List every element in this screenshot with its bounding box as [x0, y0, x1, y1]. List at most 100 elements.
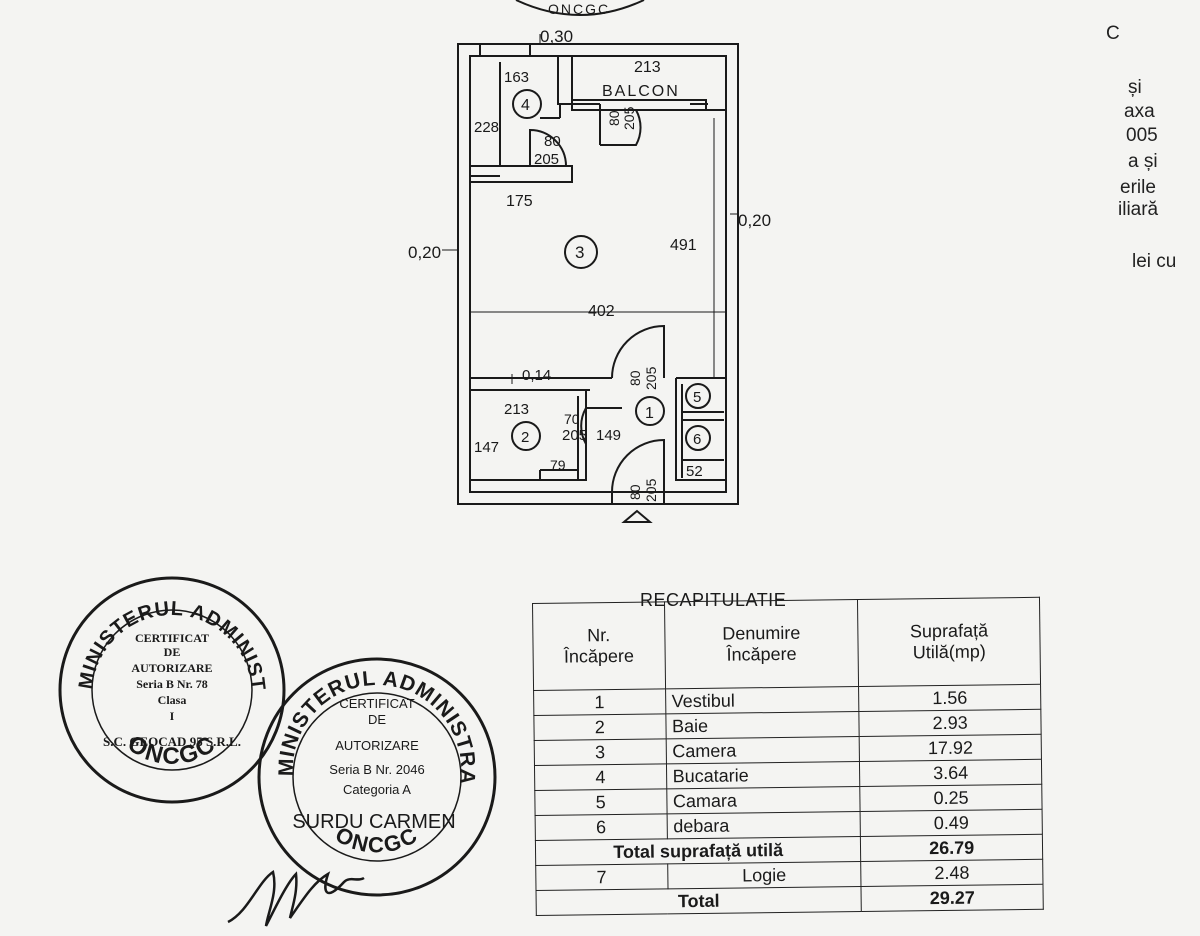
stamp2-line-6: SURDU CARMEN: [292, 811, 455, 833]
row-name: debara: [666, 811, 861, 839]
kitchen-dim: 175: [506, 193, 533, 210]
balcon-door-h: 205: [621, 106, 637, 130]
row-area: 2.93: [859, 709, 1042, 737]
room6-circle: [685, 425, 711, 451]
stamp2-line-4: Seria B Nr. 2046: [329, 762, 424, 777]
kitchen-wall: [557, 56, 573, 105]
room2-width: 213: [504, 401, 529, 418]
signature: [227, 869, 365, 927]
right-wall: 0,20: [738, 211, 771, 230]
stamp-geocad: MINISTERUL ADMINISTRAȚIEI PUBLICE ONCGC …: [52, 570, 286, 804]
entry-door-h: 205: [643, 478, 659, 502]
total-util-value: 26.79: [860, 834, 1043, 862]
entrance-marker: [621, 509, 653, 523]
room4-no: 4: [521, 97, 530, 114]
side-text-2: și: [1128, 77, 1142, 98]
inner-wall: [469, 55, 727, 493]
room4-circle: [512, 89, 542, 119]
row-name: Bucatarie: [665, 761, 861, 789]
side-text-4: 005: [1126, 125, 1158, 146]
room2-door-h: 205: [562, 427, 587, 444]
side-text-8: lei cu: [1132, 251, 1177, 272]
recap-table: Nr. Încăpere Denumire Încăpere Suprafață…: [532, 597, 1044, 916]
room3-no: 3: [575, 243, 584, 262]
entry-door-w: 80: [627, 484, 643, 500]
top-stamp-fragment: ONCGC: [515, 0, 645, 17]
total-row: Total 29.27: [536, 884, 1044, 916]
row-area: 0.25: [860, 784, 1043, 812]
header-area: Suprafață Utilă(mp): [857, 597, 1041, 687]
room3-length: 491: [670, 237, 697, 254]
room1-circle: [635, 396, 665, 426]
stamp2-line-1: CERTIFICAT: [339, 696, 414, 711]
stamp-surdu: MINISTERUL ADMINISTRAȚIEI PUBLICE ONCGC …: [252, 652, 497, 897]
room4-door-w: 80: [544, 133, 561, 150]
side-text-1: C: [1106, 23, 1120, 44]
room2-extra: 79: [550, 457, 566, 473]
room1-no: 1: [645, 405, 654, 422]
outer-wall: [457, 43, 739, 505]
row-name: Baie: [665, 711, 860, 739]
room2-circle: [511, 421, 541, 451]
floor-plan: 0,30 213 BALCON 163 228 4 80 205 80 205 …: [408, 27, 771, 523]
total-value: 29.27: [861, 884, 1044, 912]
room3-width: 402: [588, 303, 615, 320]
room3-door: [611, 324, 665, 379]
stamp2-line-3: AUTORIZARE: [335, 738, 419, 753]
row-name: Camara: [666, 786, 861, 814]
room4-door-h: 205: [534, 151, 559, 168]
balcon-width: 213: [634, 59, 661, 76]
left-wall: 0,20: [408, 243, 441, 262]
top-stamp-text: ONCGC: [548, 1, 610, 17]
room4-door: [529, 128, 567, 167]
row-nr: 4: [534, 763, 667, 791]
side-text-7: iliară: [1118, 199, 1159, 220]
row-nr: 6: [535, 813, 667, 841]
row-name: Camera: [665, 736, 860, 764]
room5-no: 5: [693, 389, 701, 406]
room6-width: 52: [686, 463, 703, 480]
logie-area: 2.48: [860, 859, 1043, 887]
bath-door: [580, 407, 587, 445]
stamp1-line-5: Clasa: [158, 693, 187, 707]
recap-header-row: Nr. Încăpere Denumire Încăpere Suprafață…: [532, 597, 1041, 691]
row-nr: 1: [533, 688, 666, 716]
room4-width: 163: [504, 69, 529, 86]
balcon-door: [600, 109, 642, 146]
row-area: 0.49: [860, 809, 1043, 837]
balcon-door-w: 80: [606, 110, 622, 126]
row-nr: 2: [533, 713, 666, 741]
recap-title: RECAPITULATIE: [640, 590, 787, 610]
side-text-6: erile: [1120, 177, 1156, 198]
stamp1-line-6: I: [170, 709, 175, 723]
stamp1-line-2: DE: [164, 645, 181, 659]
row-area: 17.92: [859, 734, 1042, 762]
header-name: Denumire Încăpere: [664, 599, 859, 689]
room1-width: 149: [596, 427, 621, 444]
top-dim: 0,30: [540, 27, 573, 46]
room2-height: 147: [474, 439, 499, 456]
room3-door-w: 80: [627, 370, 643, 386]
logie-nr: 7: [535, 863, 668, 891]
header-nr: Nr. Încăpere: [532, 601, 666, 691]
room3-door-h: 205: [643, 366, 659, 390]
entry-door: [611, 438, 665, 493]
row-area: 3.64: [859, 759, 1042, 787]
stamp2-line-2: DE: [368, 712, 386, 727]
row-nr: 5: [534, 788, 667, 816]
partition-dim: 0,14: [522, 367, 551, 384]
stamp1-line-1: CERTIFICAT: [135, 631, 209, 645]
row-nr: 3: [534, 738, 666, 766]
stamp1-line-3: AUTORIZARE: [131, 661, 212, 675]
balcon-label: BALCON: [602, 83, 680, 100]
side-text-3: axa: [1124, 101, 1155, 122]
side-text-5: a și: [1128, 151, 1158, 172]
row-name: Vestibul: [665, 686, 860, 714]
room2-no: 2: [521, 429, 529, 446]
stamp1-line-7: S.C. GEOCAD 95 S.R.L.: [103, 734, 241, 749]
room2-door-w: 70: [564, 411, 580, 427]
room3-circle: [564, 235, 598, 269]
stamp1-line-4: Seria B Nr. 78: [136, 677, 208, 691]
logie-name: Logie: [667, 861, 862, 889]
